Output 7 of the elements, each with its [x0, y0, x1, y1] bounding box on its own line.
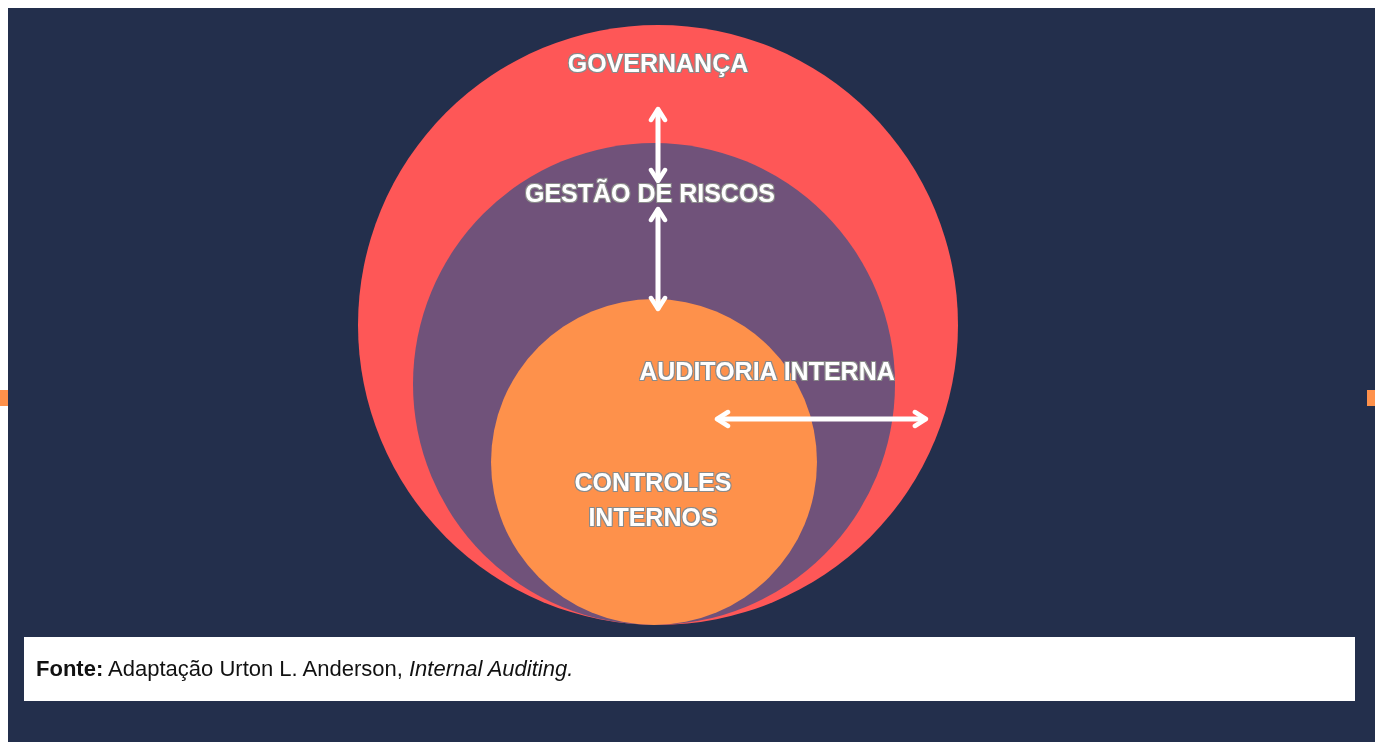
double-arrow: [648, 206, 668, 312]
caption: Fonte: Adaptação Urton L. Anderson, Internal Auditing.: [36, 656, 574, 682]
circle-label: GOVERNANÇA: [567, 47, 749, 79]
double-arrow: [714, 409, 929, 429]
circle-label: CONTROLES INTERNOS: [573, 467, 733, 533]
double-arrow: [648, 106, 668, 184]
circle-label: GESTÃO DE RISCOS: [525, 177, 775, 209]
